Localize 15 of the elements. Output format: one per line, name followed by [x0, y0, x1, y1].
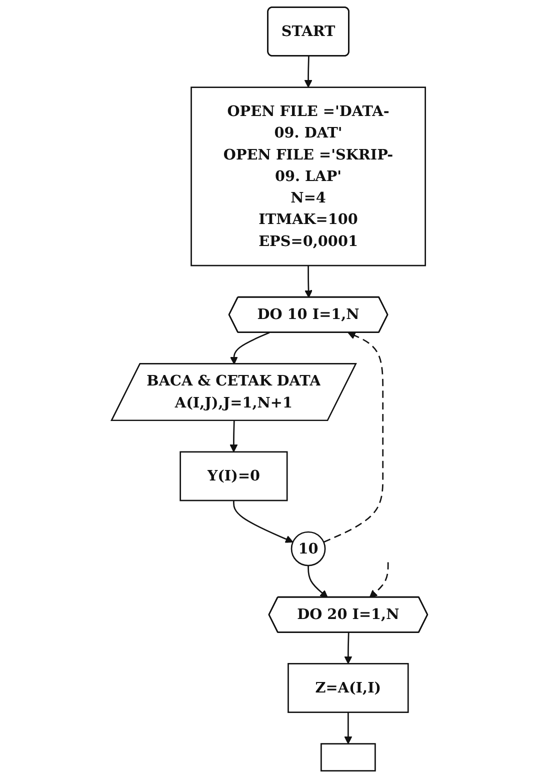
arrow [233, 500, 294, 543]
arrow [230, 420, 238, 452]
arrow [230, 332, 270, 364]
arrow [304, 266, 312, 298]
node-box: Y(I)=0 [180, 451, 288, 502]
arrow [344, 712, 352, 744]
node-box: Z=A(I,I) [288, 663, 409, 713]
arrow [304, 56, 312, 88]
arrow [344, 632, 352, 664]
arrow [308, 566, 328, 598]
node-box [320, 743, 376, 772]
node-circle: 10 [290, 531, 326, 566]
arrow [323, 332, 384, 543]
arrow [369, 562, 389, 598]
node-box: OPEN FILE ='DATA-09. DAT' OPEN FILE ='SKRIP-09. LAP' N=4 ITMAK=100 EPS=0,0001 [190, 86, 426, 266]
